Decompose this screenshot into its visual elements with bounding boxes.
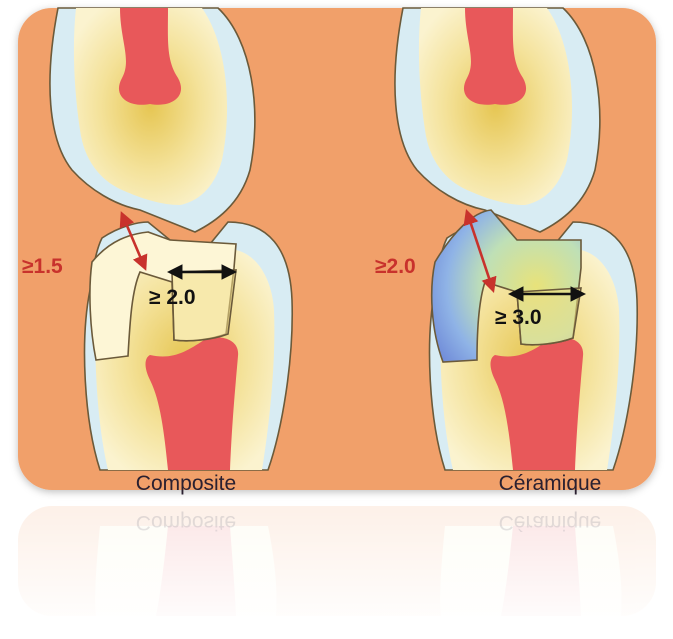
reflection-fade bbox=[0, 500, 673, 634]
ceramic-occlusal-thickness-label: ≥2.0 bbox=[375, 255, 416, 278]
composite-occlusal-thickness-label: ≥1.5 bbox=[22, 255, 63, 278]
ceramic-isthmus-width-label: ≥ 3.0 bbox=[495, 306, 542, 329]
ceramic-caption: Céramique bbox=[499, 472, 602, 495]
composite-caption: Composite bbox=[136, 472, 236, 495]
composite-isthmus-width-label: ≥ 2.0 bbox=[149, 286, 196, 309]
